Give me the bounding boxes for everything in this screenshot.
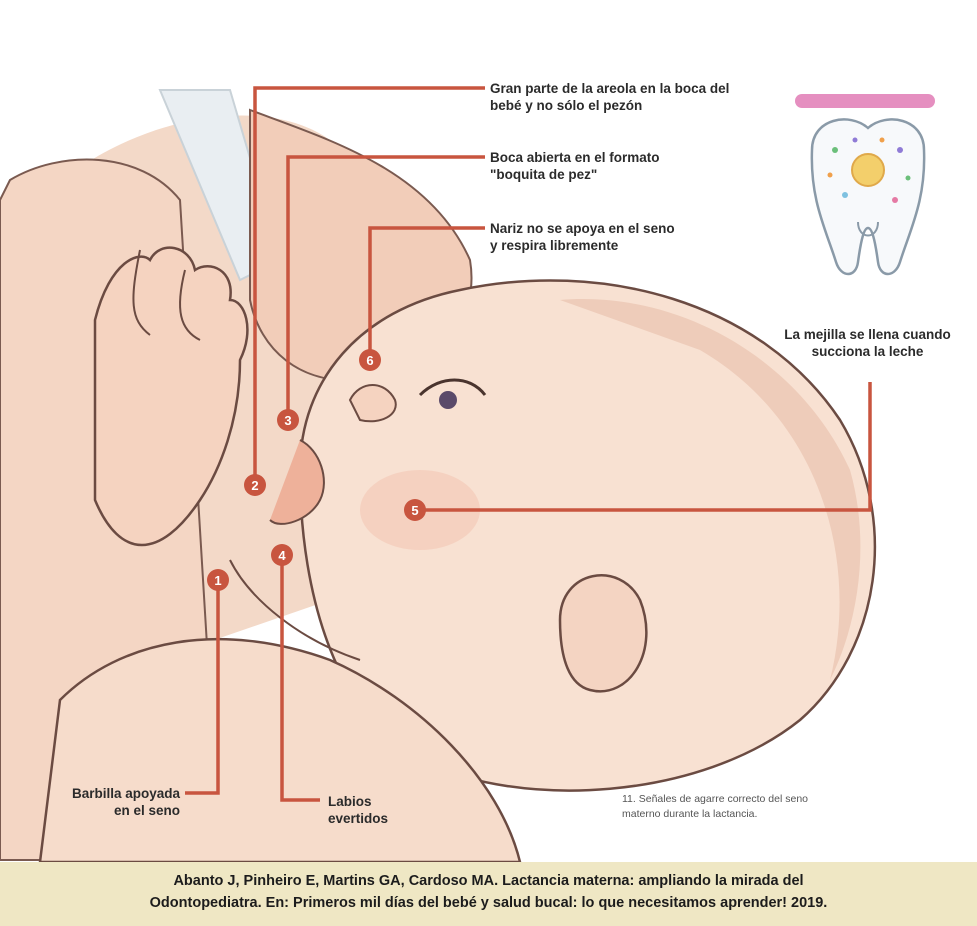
citation: Abanto J, Pinheiro E, Martins GA, Cardos… [0,862,977,926]
label-boca: Boca abierta en el formato "boquita de p… [490,149,750,183]
marker-label: 4 [278,548,286,563]
marker-label: 3 [284,413,291,428]
marker-label: 2 [251,478,258,493]
marker-label: 6 [366,353,373,368]
label-mejilla: La mejilla se llena cuando succiona la l… [760,326,975,360]
label-areola: Gran parte de la areola en la boca del b… [490,80,780,114]
label-labios: Labios evertidos [328,793,448,827]
label-barbilla: Barbilla apoyada en el seno [20,785,180,819]
marker-label: 1 [214,573,221,588]
citation-line-2: Odontopediatra. En: Primeros mil días de… [0,892,977,914]
baby-ear [560,575,646,691]
baby-nose [350,385,396,421]
marker-label: 5 [411,503,418,518]
label-nariz: Nariz no se apoya en el seno y respira l… [490,220,750,254]
citation-line-1: Abanto J, Pinheiro E, Martins GA, Cardos… [0,870,977,892]
illustration: 2 3 6 5 4 1 [0,0,977,862]
figure-caption: 11. Señales de agarre correcto del seno … [622,792,832,822]
